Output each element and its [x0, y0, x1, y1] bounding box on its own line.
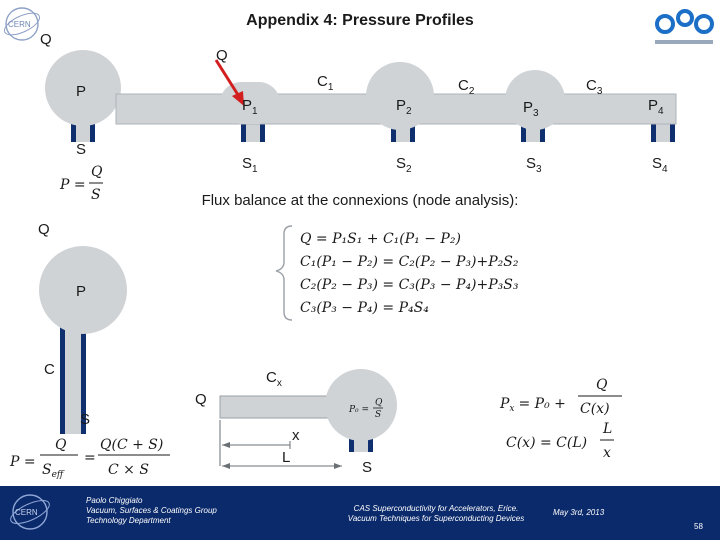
- c-lower-label: C: [44, 361, 55, 378]
- q-tube-label: Q: [195, 391, 207, 408]
- cern-logo-top: CERN: [3, 7, 41, 41]
- svg-text:S: S: [375, 410, 381, 420]
- svg-text:Q: Q: [596, 377, 608, 393]
- svg-text:P =: P =: [59, 177, 86, 193]
- s-tube-end-label: S: [362, 459, 372, 476]
- speed-4-label: S4: [652, 155, 668, 175]
- svg-text:C × S: C × S: [108, 462, 149, 478]
- pump-s-label: S: [76, 141, 86, 158]
- speed-1-label: S1: [242, 155, 258, 175]
- node-3: [505, 70, 565, 130]
- flux-arrow: [214, 59, 242, 99]
- course-line-2: Vacuum Techniques for Superconducting De…: [347, 514, 525, 523]
- svg-text:Q(C + S): Q(C + S): [100, 437, 163, 453]
- svg-text:C(x) = C(L): C(x) = C(L): [506, 435, 587, 451]
- chamber-p-label: P: [76, 83, 86, 100]
- q-lower-label: Q: [38, 221, 50, 238]
- svg-text:C(x): C(x): [580, 401, 610, 417]
- chamber-lower-p-label: P: [76, 283, 86, 300]
- svg-text:x: x: [603, 445, 611, 461]
- svg-text:L: L: [602, 421, 612, 437]
- equation-2: C₁(P₁ − P₂) = C₂(P₂ − P₃)+P₂S₂: [300, 254, 519, 270]
- svg-text:P =: P =: [9, 454, 36, 470]
- author-group: Vacuum, Surfaces & Coatings Group: [86, 506, 217, 515]
- x-label: x: [292, 427, 300, 444]
- author-department: Technology Department: [86, 516, 171, 525]
- top-system: [45, 50, 677, 142]
- l-label: L: [282, 449, 290, 466]
- footer-bar: CERN Paolo Chiggiato Vacuum, Surfaces & …: [0, 486, 720, 540]
- equation-brace: [275, 225, 293, 321]
- svg-text:P₀ =: P₀ =: [348, 405, 369, 415]
- equation-1: Q = P₁S₁ + C₁(P₁ − P₂): [300, 231, 461, 247]
- speed-2-label: S2: [396, 155, 412, 175]
- page-title: Appendix 4: Pressure Profiles: [246, 12, 474, 29]
- equation-3: C₂(P₂ − P₃) = C₃(P₃ − P₄)+P₃S₃: [300, 277, 519, 293]
- svg-text:CERN: CERN: [15, 508, 38, 517]
- pressure-1-label: P1: [242, 97, 258, 117]
- course-line-1: CAS Superconductivity for Accelerators, …: [353, 504, 519, 513]
- formula-cx: C(x) = C(L) L x: [506, 421, 614, 461]
- conductance-2-label: C2: [458, 77, 475, 97]
- formula-seff: P = Q Seff = Q(C + S) C × S: [9, 437, 170, 480]
- equation-4: C₃(P₃ − P₄) = P₄S₄: [300, 300, 429, 316]
- s-lower-label: S: [80, 411, 90, 428]
- q-arrow-label: Q: [216, 47, 228, 64]
- pressure-2-label: P2: [396, 97, 412, 117]
- cx-label: Cx: [266, 369, 282, 389]
- svg-text:=: =: [84, 450, 96, 466]
- formula-p-q-s: P = Q S: [59, 164, 103, 203]
- conductance-3-label: C3: [586, 77, 603, 97]
- course-block: CAS Superconductivity for Accelerators, …: [330, 504, 542, 524]
- lower-system: [39, 246, 397, 469]
- svg-text:Px= P₀ +: Px= P₀ +: [499, 396, 566, 414]
- svg-text:Seff: Seff: [42, 462, 65, 480]
- node-2: [366, 62, 434, 130]
- formula-p0: P₀ = Q S: [348, 398, 383, 420]
- page-number: 58: [694, 522, 703, 531]
- svg-text:CERN: CERN: [8, 20, 31, 29]
- svg-text:Q: Q: [91, 164, 103, 180]
- chamber-lower: [39, 246, 127, 334]
- author-name: Paolo Chiggiato: [86, 496, 143, 505]
- svg-text:S: S: [91, 187, 101, 203]
- pressure-4-label: P4: [648, 97, 664, 117]
- chamber-tube-end: [325, 369, 397, 441]
- cas-logo: [655, 9, 714, 44]
- svg-text:Q: Q: [375, 398, 383, 408]
- author-block: Paolo Chiggiato Vacuum, Surfaces & Coati…: [86, 496, 217, 526]
- speed-3-label: S3: [526, 155, 542, 175]
- flux-balance-text: Flux balance at the connexions (node ana…: [201, 192, 519, 209]
- footer-date: May 3rd, 2013: [553, 508, 605, 517]
- q-outside-label: Q: [40, 31, 52, 48]
- svg-text:Q: Q: [55, 437, 67, 453]
- formula-px: Px= P₀ + Q C(x): [499, 377, 622, 417]
- pressure-3-label: P3: [523, 99, 539, 119]
- conductance-1-label: C1: [317, 73, 334, 93]
- cern-logo-footer: CERN: [10, 494, 50, 530]
- chamber-top: [45, 50, 121, 126]
